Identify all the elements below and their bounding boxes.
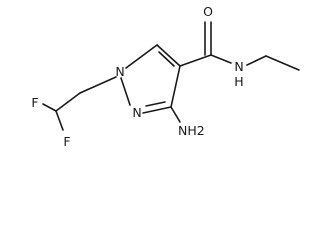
ring-n1-label: N: [115, 64, 124, 79]
fluorine-bottom-label: F: [63, 134, 70, 149]
bond-ch2-ch3: [265, 55, 300, 71]
amide-h-label: H: [234, 74, 243, 89]
bond-c5-c4-double: [158, 51, 175, 67]
amide-n-label: N: [234, 59, 243, 74]
bond-c4-c3: [170, 65, 181, 108]
bond-n1-ch2: [79, 76, 117, 94]
bond-n-ch2: [246, 55, 267, 66]
amine-label: NH2: [178, 123, 205, 138]
bond-carbonyl-n: [210, 54, 232, 64]
bond-ch2-chf2: [55, 92, 81, 112]
bond-c3-n2-double: [145, 101, 166, 107]
bond-c3-n2: [142, 106, 172, 114]
bond-n2-n1: [120, 77, 131, 106]
bond-c3-nh2: [170, 106, 181, 123]
ring-n2-label: N: [132, 105, 141, 120]
structure-canvas: N N O N H NH2 F F: [31, 4, 300, 149]
amine-h2-label: H2: [187, 123, 204, 138]
bond-n1-c5: [125, 44, 158, 69]
amine-n-label: N: [178, 123, 187, 138]
bond-chf2-f-bottom: [55, 110, 64, 131]
fluorine-top-label: F: [31, 95, 38, 110]
carbonyl-o-label: O: [203, 4, 213, 19]
bond-chf2-f-top: [42, 103, 57, 112]
bond-c5-c4: [156, 44, 181, 67]
bond-c4-carbonyl: [179, 54, 212, 67]
